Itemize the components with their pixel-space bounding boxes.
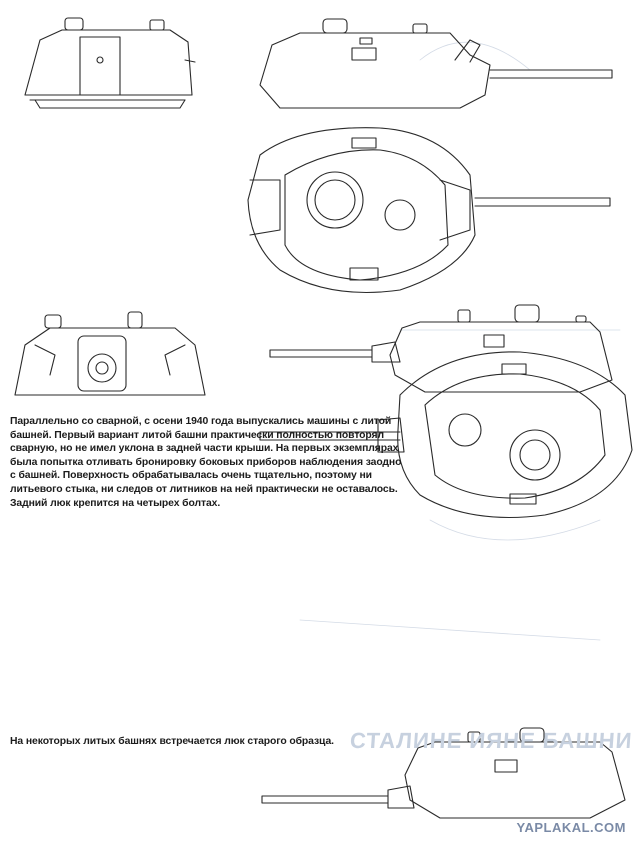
- watermark: YAPLAKAL.COM: [516, 820, 626, 835]
- cast-turret-front-view: [14, 311, 206, 396]
- cast-turret-old-hatch-side-view: [261, 727, 626, 819]
- caption-cast-turret: Параллельно со сварной, с осени 1940 год…: [10, 416, 402, 509]
- cast-turret-top-view: [259, 351, 633, 519]
- turret-top-view: [247, 127, 611, 294]
- cast-turret-side-view: [269, 304, 613, 393]
- bleed-through-lines: [299, 41, 621, 641]
- turret-rear-view: [24, 17, 196, 109]
- caption-old-hatch: На некоторых литых башнях встречается лю…: [10, 736, 334, 747]
- turret-side-view: [259, 18, 613, 109]
